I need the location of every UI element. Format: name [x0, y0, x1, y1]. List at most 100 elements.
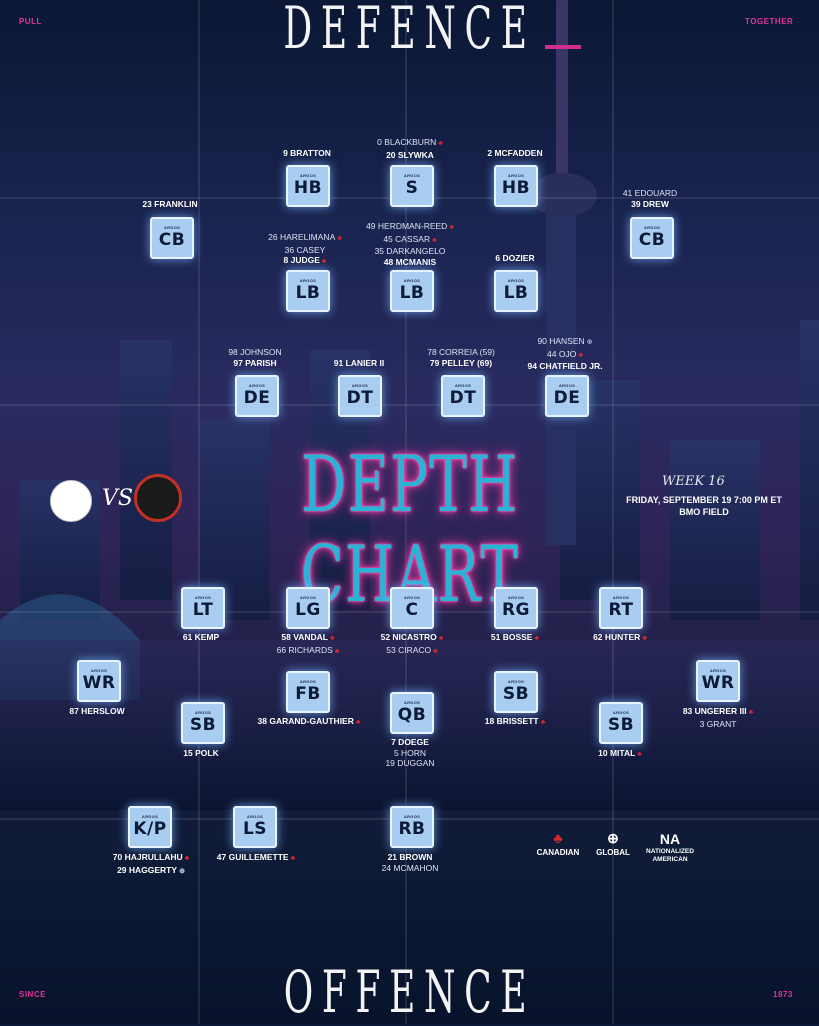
argos-label: ARGOS — [507, 173, 525, 178]
maple-leaf-icon: ♣ — [578, 351, 583, 359]
argos-label: ARGOS — [299, 278, 317, 283]
hb-left-badge[interactable]: ARGOS HB — [286, 165, 330, 207]
position-label: RG — [501, 600, 531, 620]
backup-name: 98 JOHNSON — [228, 347, 282, 357]
position-label: CB — [638, 230, 666, 250]
wr-right-badge[interactable]: ARGOS WR — [696, 660, 740, 702]
qb-badge[interactable]: ARGOS QB — [390, 692, 434, 734]
argos-label: ARGOS — [194, 595, 212, 600]
starter-name: 94 CHATFIELD JR. — [527, 361, 603, 371]
maple-leaf-icon: ♣ — [553, 830, 563, 846]
argos-label: ARGOS — [612, 595, 630, 600]
sb-right-outer-names: 10 MITAL♣ — [575, 748, 665, 761]
starter-name: 97 PARISH — [233, 357, 277, 368]
starter-name: 39 DREW — [631, 198, 669, 209]
c-badge[interactable]: ARGOS C — [390, 587, 434, 629]
legend-canadian: ♣ CANADIAN — [530, 828, 586, 857]
sb-right-outer-badge[interactable]: ARGOS SB — [599, 702, 643, 744]
cb-right-badge[interactable]: ARGOS CB — [630, 217, 674, 259]
ls-names: 47 GUILLEMETTE♣ — [200, 852, 312, 865]
offence-heading: OFFENCE — [283, 958, 536, 1026]
backup-name: 53 CIRACO — [386, 644, 432, 655]
argos-label: ARGOS — [403, 173, 421, 178]
starter-name: 58 VANDAL — [281, 632, 328, 642]
position-label: SB — [189, 715, 217, 735]
game-date-time: FRIDAY, SEPTEMBER 19 7:00 PM ET — [626, 495, 782, 505]
wr-left-badge[interactable]: ARGOS WR — [77, 660, 121, 702]
kp-badge[interactable]: ARGOS K/P — [128, 806, 172, 848]
backup-name: 0 BLACKBURN — [377, 137, 437, 147]
rb-badge[interactable]: ARGOS RB — [390, 806, 434, 848]
rg-names: 51 BOSSE♣ — [470, 632, 560, 645]
position-label: DT — [449, 388, 477, 408]
maple-leaf-icon: ♣ — [337, 235, 342, 242]
versus-label: VS — [102, 486, 133, 511]
wr-left-names: 87 HERSLOW — [52, 706, 142, 717]
wr-right-names: 83 UNGERER III♣ 3 GRANT — [668, 706, 768, 729]
starter-name: 38 GARAND-GAUTHIER — [257, 716, 354, 726]
globe-icon: ⊕ — [179, 867, 185, 875]
argos-label: ARGOS — [403, 700, 421, 705]
legend-na-label: NATIONALIZED AMERICAN — [646, 848, 694, 863]
maple-leaf-icon: ♣ — [433, 647, 438, 655]
starter-name: 10 MITAL — [598, 748, 636, 758]
position-label: C — [405, 600, 419, 620]
starter-name: 91 LANIER II — [333, 358, 385, 368]
maple-leaf-icon: ♣ — [184, 855, 190, 862]
dt-right-names: 78 CORREIA (59) 79 PELLEY (69) — [416, 347, 506, 368]
hb-right-badge[interactable]: ARGOS HB — [494, 165, 538, 207]
rt-badge[interactable]: ARGOS RT — [599, 587, 643, 629]
argos-label: ARGOS — [403, 595, 421, 600]
de-right-badge[interactable]: ARGOS DE — [545, 375, 589, 417]
position-label: HB — [501, 178, 531, 198]
rg-badge[interactable]: ARGOS RG — [494, 587, 538, 629]
backup-name: 24 MCMAHON — [381, 862, 439, 873]
lt-badge[interactable]: ARGOS LT — [181, 587, 225, 629]
backup-name: 49 HERDMAN-REED — [366, 221, 448, 231]
rb-names: 21 BROWN 24 MCMAHON — [365, 852, 455, 873]
safety-badge[interactable]: ARGOS S — [390, 165, 434, 207]
alouettes-logo — [50, 480, 92, 522]
argos-label: ARGOS — [163, 225, 181, 230]
backup-name: 19 DUGGAN — [385, 758, 435, 768]
backup-name: 36 CASEY — [284, 244, 326, 255]
lb-right-badge[interactable]: ARGOS LB — [494, 270, 538, 312]
argos-label: ARGOS — [507, 595, 525, 600]
de-left-badge[interactable]: ARGOS DE — [235, 375, 279, 417]
lb-mid-badge[interactable]: ARGOS LB — [390, 270, 434, 312]
maple-leaf-icon: ♣ — [748, 709, 754, 716]
maple-leaf-icon: ♣ — [637, 751, 642, 758]
lg-badge[interactable]: ARGOS LG — [286, 587, 330, 629]
position-label: LT — [192, 600, 214, 620]
position-label: HB — [293, 178, 323, 198]
position-label: SB — [502, 684, 530, 704]
starter-name: 8 JUDGE — [283, 255, 320, 265]
starter-name: 7 DOEGE — [391, 737, 429, 747]
argos-label: ARGOS — [351, 383, 369, 388]
hb-left-names: 9 BRATTON — [262, 148, 352, 159]
maple-leaf-icon: ♣ — [438, 140, 443, 147]
position-label: K/P — [133, 819, 167, 839]
cb-left-badge[interactable]: ARGOS CB — [150, 217, 194, 259]
maple-leaf-icon: ♣ — [330, 635, 335, 642]
sb-right-inner-badge[interactable]: ARGOS SB — [494, 671, 538, 713]
maple-leaf-icon: ♣ — [642, 635, 647, 642]
position-label: LB — [295, 283, 321, 303]
starter-name: 52 NICASTRO — [380, 632, 437, 642]
fb-badge[interactable]: ARGOS FB — [286, 671, 330, 713]
lb-left-badge[interactable]: ARGOS LB — [286, 270, 330, 312]
backup-name: 66 RICHARDS — [276, 644, 333, 655]
position-label: S — [405, 178, 419, 198]
backup-name: 3 GRANT — [699, 718, 737, 729]
sb-right-inner-names: 18 BRISSETT♣ — [470, 716, 560, 729]
dt-right-badge[interactable]: ARGOS DT — [441, 375, 485, 417]
sb-left-badge[interactable]: ARGOS SB — [181, 702, 225, 744]
maple-leaf-icon: ♣ — [540, 719, 546, 726]
safety-names: 0 BLACKBURN♣ 20 SLYWKA — [350, 137, 470, 160]
backup-name: 44 OJO — [547, 348, 577, 359]
ls-badge[interactable]: ARGOS LS — [233, 806, 277, 848]
dt-left-badge[interactable]: ARGOS DT — [338, 375, 382, 417]
position-label: LB — [503, 283, 529, 303]
argos-label: ARGOS — [612, 710, 630, 715]
legend-global-label: GLOBAL — [596, 848, 630, 857]
